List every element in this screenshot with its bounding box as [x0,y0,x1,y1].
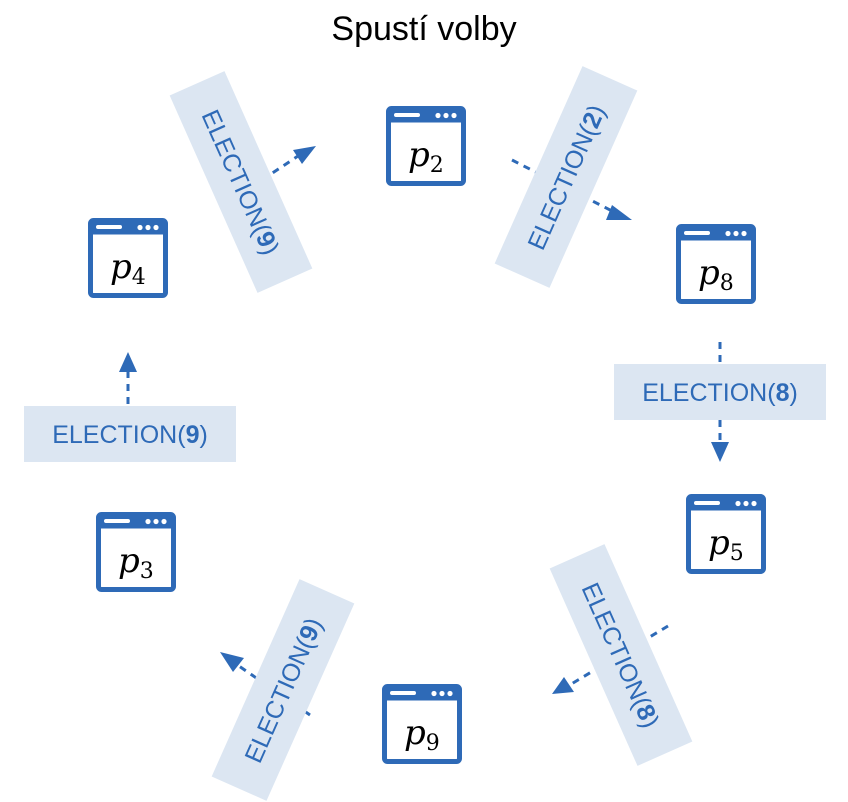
svg-text:p4: p4 [110,247,146,290]
message-election-p8: ELECTION(8) [614,364,826,420]
process-node-p9: p9 [385,687,460,762]
arrow-p3-p4 [119,352,137,404]
svg-text:p3: p3 [118,541,154,584]
process-node-p5: p5 [689,497,764,572]
process-index: 5 [730,541,744,566]
message-election-p5: ELECTION(8) [549,544,693,766]
arrow-p8-p5 [711,342,729,462]
process-index: 8 [720,271,734,296]
process-index: 2 [430,153,444,178]
svg-text:ELECTION(8): ELECTION(8) [642,379,798,407]
message-election-p2: ELECTION(2) [494,66,638,288]
process-index: 4 [132,265,146,290]
process-node-p4: p4 [91,221,166,296]
process-node-p8: p8 [679,227,754,302]
process-node-p3: p3 [99,515,174,590]
process-node-p2: p2 [389,109,464,184]
process-index: 3 [140,559,154,584]
process-letter: p [110,247,132,287]
svg-text:p5: p5 [708,523,744,566]
message-value: 8 [776,379,790,407]
message-election-p9: ELECTION(9) [211,579,355,801]
svg-text:p2: p2 [408,135,444,178]
process-letter: p [118,541,140,581]
svg-text:p8: p8 [698,253,734,296]
process-index: 9 [426,731,440,756]
message-label: ELECTION( [52,421,186,449]
message-election-p3: ELECTION(9) [24,406,236,462]
svg-text:ELECTION(9): ELECTION(9) [52,421,208,449]
message-value: 9 [186,421,200,449]
process-letter: p [404,713,426,753]
arrow-p4-p2 [261,146,316,182]
message-label: ELECTION( [642,379,776,407]
message-election-p4: ELECTION(9) [169,71,313,293]
process-letter: p [708,523,730,563]
message-close: ) [199,421,207,449]
process-letter: p [408,135,430,175]
diagram-title: Spustí volby [331,10,517,48]
svg-text:p9: p9 [404,713,440,756]
message-close: ) [789,379,797,407]
process-letter: p [698,253,720,293]
